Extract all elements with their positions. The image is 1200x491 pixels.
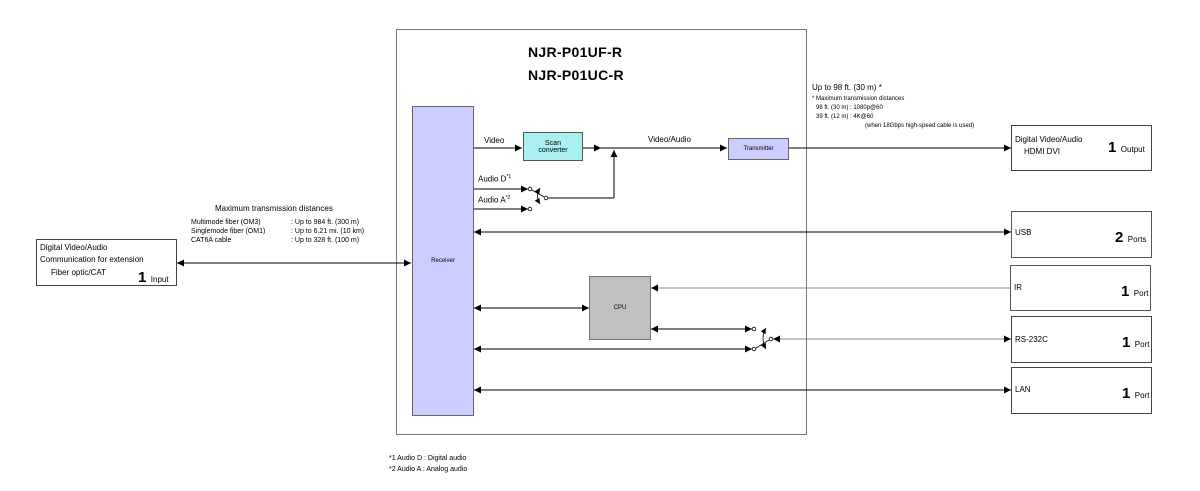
receiver-block: Receiver [412,106,474,416]
scan-converter-label-2: converter [538,146,568,154]
footnote-1: *1 Audio D : Digital audio [389,455,467,462]
rs232c-switch-lever [755,339,770,349]
audio-a-label: Audio A*2 [478,195,511,205]
output-distance-condition: (when 18Gbps high-speed cable is used) [865,123,975,129]
ir-label: IR [1014,283,1022,292]
input-port-box: Digital Video/Audio Communication for ex… [36,239,177,286]
output-count: 1 Output [1108,139,1145,156]
input-distance-value-3: : Up to 328 ft. (100 m) [291,237,360,244]
input-distance-medium-3: CAT6A cable [191,237,232,244]
video-audio-label: Video/Audio [648,135,691,144]
output-port-box: Digital Video/Audio HDMI DVI 1 Output [1011,125,1152,171]
rs232c-label: RS-232C [1015,335,1048,344]
scan-converter-label-1: Scan [545,139,561,147]
audio-d-label: Audio D*1 [478,174,512,184]
receiver-label: Receiver [431,258,455,264]
rs232c-port-box: RS-232C 1 Port [1011,316,1152,363]
ir-port-box: IR 1 Port [1010,265,1151,311]
input-line-1: Digital Video/Audio [40,243,108,252]
input-distance-medium-1: Multimode fiber (OM3) [191,219,261,226]
scan-converter-block: Scan converter [523,132,583,161]
input-line-3: Fiber optic/CAT [51,268,106,277]
model-name-1: NJR-P01UF-R [528,44,623,60]
cpu-block: CPU [589,276,651,340]
ir-count: 1 Port [1121,283,1149,300]
output-distances-title: * Maximum transmission distances [812,96,905,102]
output-distance-headline: Up to 98 ft. (30 m) * [812,83,882,92]
input-count: 1 Input [138,269,169,286]
output-line-1: Digital Video/Audio [1015,135,1083,144]
footnote-2: *2 Audio A : Analog audio [389,466,468,473]
lan-count: 1 Port [1122,385,1150,402]
transmitter-block: Transmitter [728,138,789,160]
usb-count: 2 Ports [1115,229,1147,246]
video-label: Video [484,136,505,145]
model-name-2: NJR-P01UC-R [528,67,624,83]
usb-label: USB [1015,228,1032,237]
usb-port-box: USB 2 Ports [1011,211,1152,258]
input-distances-title: Maximum transmission distances [215,204,333,213]
output-distance-row-2: 39 ft. (12 m) : 4K@60 [816,114,874,120]
lan-port-box: LAN 1 Port [1011,367,1152,414]
transmitter-label: Transmitter [743,146,774,152]
output-line-2: HDMI DVI [1024,147,1060,156]
input-distance-medium-2: Singlemode fiber (OM1) [191,228,266,235]
input-distance-value-1: : Up to 984 ft. (300 m) [291,219,360,226]
cpu-label: CPU [613,305,627,311]
rs232c-count: 1 Port [1122,334,1150,351]
input-distance-value-2: : Up to 6.21 mi. (10 km) [291,228,365,235]
output-distance-row-1: 98 ft. (30 m) : 1080p@60 [816,105,883,111]
lan-label: LAN [1015,385,1031,394]
input-line-2: Communication for extension [40,255,144,264]
